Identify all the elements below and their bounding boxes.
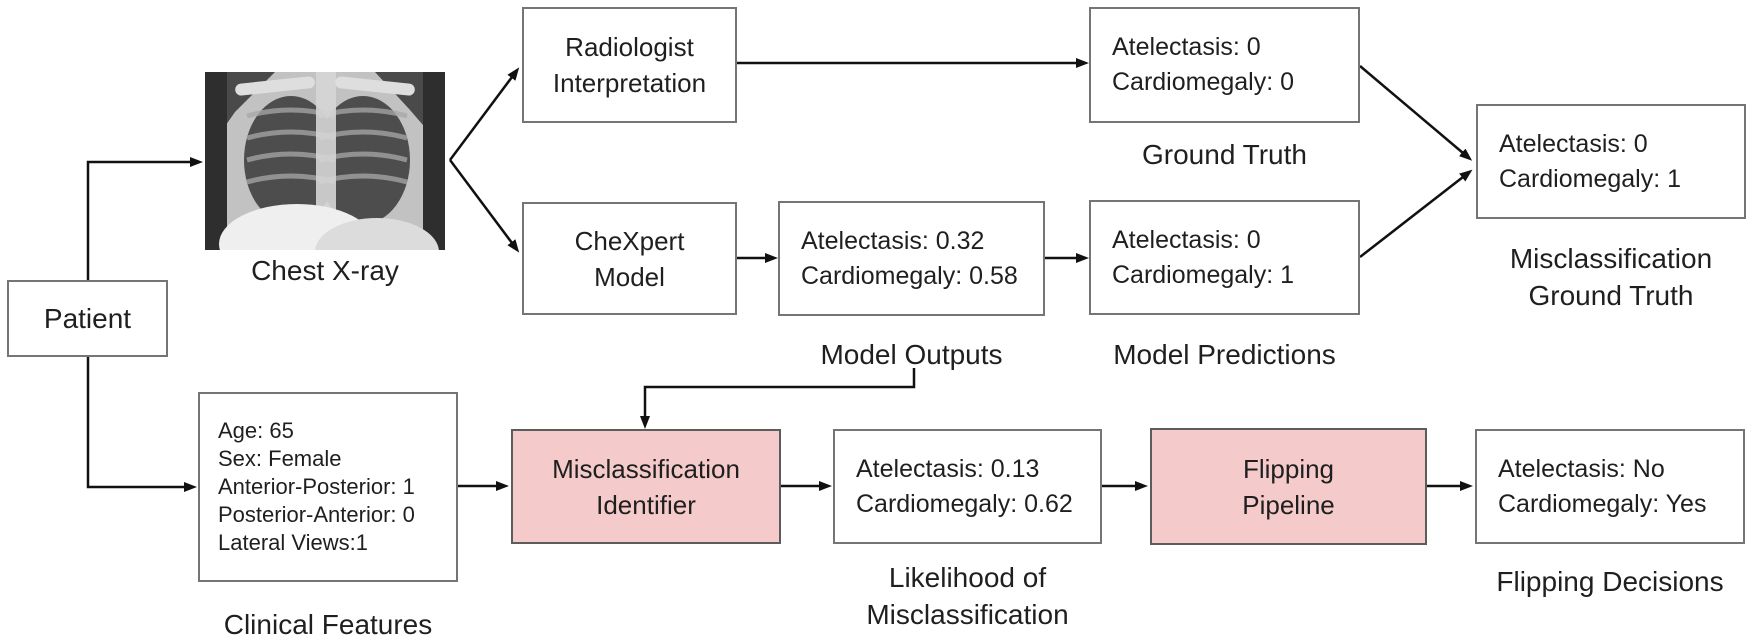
model-outputs-box: Atelectasis: 0.32 Cardiomegaly: 0.58 [778, 201, 1045, 316]
misclassification-gt-caption-line1: Misclassification [1509, 243, 1713, 274]
ground-truth-cardiomegaly: Cardiomegaly: 0 [1112, 68, 1295, 96]
flipping-decisions-box: Atelectasis: No Cardiomegaly: Yes [1475, 429, 1745, 544]
likelihood-atelectasis: Atelectasis: 0.13 [856, 454, 1040, 483]
misclassification-identifier-line1: Misclassification [552, 453, 740, 484]
radiologist-line2: Interpretation [552, 68, 707, 98]
arrow-patient-to-xray [86, 157, 203, 280]
arrow-xray-to-chexpert [448, 159, 520, 253]
arrow-xray-to-radiologist [448, 67, 520, 161]
radiologist-interpretation-box: Radiologist Interpretation [522, 7, 737, 123]
likelihood-of-misclassification-box: Atelectasis: 0.13 Cardiomegaly: 0.62 [833, 429, 1102, 544]
misclassification-ground-truth-box: Atelectasis: 0 Cardiomegaly: 1 [1476, 104, 1746, 219]
model-predictions-box: Atelectasis: 0 Cardiomegaly: 1 [1089, 200, 1360, 315]
likelihood-cardiomegaly: Cardiomegaly: 0.62 [856, 489, 1073, 518]
clinical-age: Age: 65 [218, 418, 294, 443]
likelihood-caption-line2: Misclassification [866, 599, 1069, 630]
misclassification-gt-cardiomegaly: Cardiomegaly: 1 [1499, 164, 1682, 193]
clinical-features-caption: Clinical Features [223, 609, 433, 640]
ground-truth-atelectasis: Atelectasis: 0 [1112, 33, 1261, 61]
flipping-pipeline-line1: Flipping [1242, 453, 1335, 484]
flipping-decisions-cardiomegaly: Cardiomegaly: Yes [1498, 489, 1707, 518]
model-outputs-caption: Model Outputs [820, 339, 1003, 370]
likelihood-caption-line1: Likelihood of [888, 562, 1047, 593]
model-outputs-atelectasis: Atelectasis: 0.32 [801, 226, 985, 255]
misclassification-gt-caption-line2: Ground Truth [1528, 280, 1694, 311]
clinical-posterior-anterior: Posterior-Anterior: 0 [218, 502, 415, 527]
model-outputs-cardiomegaly: Cardiomegaly: 0.58 [801, 261, 1018, 290]
patient-box: Patient [7, 280, 168, 357]
misclassification-identifier-box: Misclassification Identifier [511, 429, 781, 544]
chexpert-model-box: CheXpert Model [522, 202, 737, 315]
model-predictions-caption: Model Predictions [1113, 339, 1336, 370]
flipping-pipeline-box: Flipping Pipeline [1150, 428, 1427, 545]
clinical-lateral-views: Lateral Views:1 [218, 530, 369, 555]
patient-label: Patient [43, 302, 132, 334]
ground-truth-caption: Ground Truth [1142, 139, 1307, 170]
misclassification-ground-truth-caption: Misclassification Ground Truth [1476, 240, 1746, 314]
likelihood-of-misclassification-caption: Likelihood of Misclassification [833, 559, 1102, 633]
flipping-decisions-caption: Flipping Decisions [1496, 566, 1724, 597]
arrow-ground-truth-to-misclassification-gt [1359, 65, 1473, 161]
flipping-decisions-atelectasis: Atelectasis: No [1498, 454, 1665, 483]
chexpert-line2: Model [594, 261, 665, 292]
model-predictions-atelectasis: Atelectasis: 0 [1112, 225, 1261, 254]
arrow-model-outputs-to-misclassification-identifier [640, 368, 916, 429]
radiologist-line1: Radiologist [565, 32, 694, 62]
model-predictions-cardiomegaly: Cardiomegaly: 1 [1112, 260, 1295, 289]
arrow-patient-to-clinical-features [86, 357, 197, 492]
chexpert-line1: CheXpert [574, 225, 685, 256]
flipping-pipeline-line2: Pipeline [1242, 489, 1335, 520]
chest-xray-image [205, 72, 445, 250]
chest-xray-caption: Chest X-ray [251, 255, 399, 286]
clinical-anterior-posterior: Anterior-Posterior: 1 [218, 474, 415, 499]
clinical-features-box: Age: 65 Sex: Female Anterior-Posterior: … [198, 392, 458, 582]
arrow-model-predictions-to-misclassification-gt [1359, 169, 1473, 258]
misclassification-identifier-line2: Identifier [596, 489, 696, 520]
ground-truth-box: Atelectasis: 0 Cardiomegaly: 0 [1089, 7, 1360, 123]
misclassification-gt-atelectasis: Atelectasis: 0 [1499, 129, 1648, 158]
clinical-sex: Sex: Female [218, 446, 342, 471]
